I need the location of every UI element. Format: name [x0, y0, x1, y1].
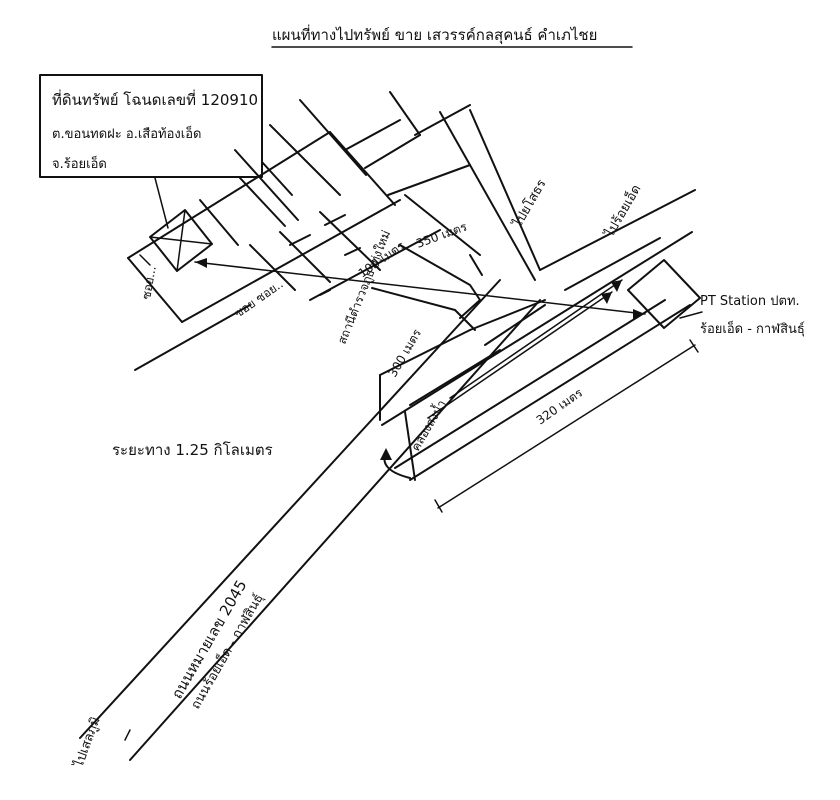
main-highway — [79, 189, 696, 761]
highway-direction-arrows — [427, 279, 623, 419]
distance-320-dimension — [434, 339, 699, 513]
soi-left-arrow — [139, 254, 151, 266]
to-selaphum-label: ไปเสลภูมิ — [70, 715, 103, 771]
property-deed-text: ที่ดินทรัพย์ โฉนดเลขที่ 120910 — [52, 89, 258, 109]
soi-mid-label: ซอย ซอย.. — [232, 277, 286, 321]
to-roi-et-label: ไปร้อยเอ็ด — [599, 181, 644, 241]
to-yasothon-label: ไปยโสธร — [509, 177, 549, 231]
distance-320-label: 320 เมตร — [534, 385, 586, 427]
police-station-label: สถานีตำรวจภูธรทุ่งใหม่ — [335, 228, 394, 346]
soi-left-label: ซอย... — [139, 265, 159, 301]
ptt-pointer-line — [679, 311, 703, 319]
police-station-block — [371, 244, 481, 331]
total-distance-label: ระยะทาง 1.25 กิโลเมตร — [112, 441, 273, 459]
ptt-station-name: PT Station ปตท. — [700, 294, 800, 309]
property-pointer-line — [154, 177, 169, 229]
property-info-box — [39, 74, 263, 178]
distance-300-label: 300 เมตร — [385, 326, 424, 379]
ptt-station-box — [627, 259, 701, 329]
property-address-text: ต.ขอนทดฝะ อ.เสือท้องเอ็ด — [52, 124, 201, 142]
ptt-station-road: ร้อยเอ็ด - กาฬสินธุ์ — [700, 319, 805, 337]
route-arrow — [194, 258, 646, 319]
selaphum-tick — [124, 729, 131, 741]
u-turn-arrow — [380, 448, 411, 479]
street-grid — [127, 91, 541, 371]
property-province-text: จ.ร้อยเอ็ด — [52, 154, 107, 172]
map-title: แผนที่ทางไปทรัพย์ ขาย เสวรรค์กลสุคนธ์ คำ… — [272, 24, 597, 45]
